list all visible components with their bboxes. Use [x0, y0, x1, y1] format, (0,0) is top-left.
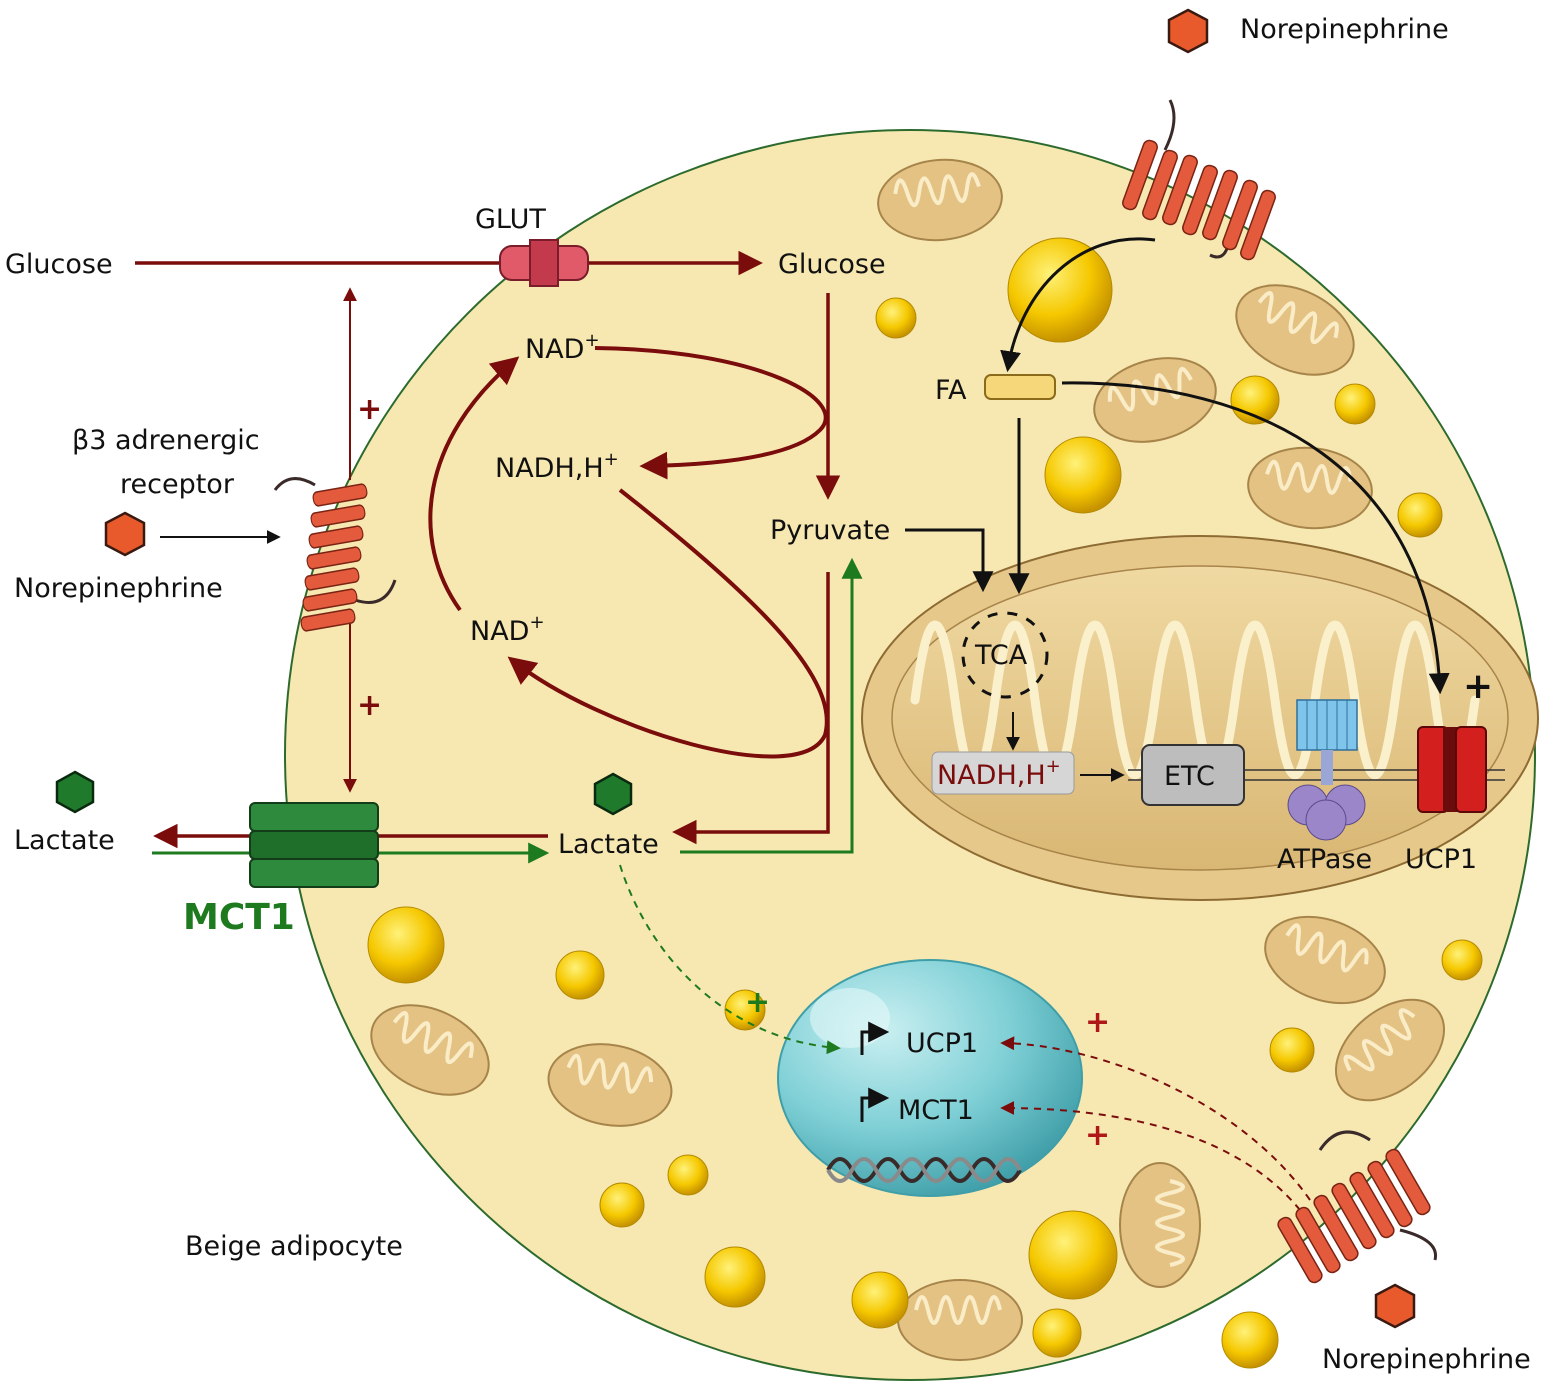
- receptor-to-mct1-gene-arrow: [1000, 1101, 1301, 1211]
- pyruvate-to-lactate-arrow: [672, 572, 830, 845]
- gene-promoter-arrow-icon: [860, 1021, 890, 1055]
- gene-promoter-arrow-icon: [860, 1087, 890, 1122]
- nadh-mito-label: NADH,H+: [937, 756, 1061, 791]
- glut-label: GLUT: [475, 204, 546, 235]
- beta3-receptor-left: [273, 477, 397, 633]
- ucp1-protein-label: UCP1: [1405, 844, 1477, 875]
- beige-adipocyte-label: Beige adipocyte: [185, 1231, 403, 1262]
- norepinephrine-top-label: Norepinephrine: [1240, 14, 1449, 45]
- norepinephrine-hexagon-icon: [104, 511, 146, 557]
- nad-to-nadh-arrow: [594, 346, 828, 480]
- atpase-label: ATPase: [1277, 844, 1372, 875]
- lipolysis-arrow: [1000, 237, 1156, 373]
- mct1-transporter-label: MCT1: [183, 897, 295, 938]
- nadh-left-label: NADH,H+: [495, 449, 619, 484]
- dna-helix-icon: [826, 1157, 1022, 1183]
- mct1-gene-label: MCT1: [898, 1095, 974, 1126]
- etc-complex: [1141, 744, 1245, 806]
- ucp1-gene-label: UCP1: [906, 1028, 978, 1059]
- receptor-to-ucp1-gene-arrow: [1000, 1036, 1311, 1201]
- lipid-droplets: [367, 237, 1483, 1369]
- lactate-extracellular-label: Lactate: [14, 825, 115, 856]
- fa-to-ucp1-arrow: [1061, 381, 1450, 695]
- tca-label: TCA: [974, 640, 1028, 671]
- norepinephrine-hexagon-icon: [1374, 1283, 1416, 1329]
- lactate-intracellular-label: Lactate: [558, 829, 659, 860]
- plus-sign-mct1: +: [357, 688, 382, 723]
- mct1-transporter: [249, 802, 379, 888]
- norepinephrine-bottom-label: Norepinephrine: [1322, 1344, 1531, 1375]
- lactate-to-pyruvate-arrow: [680, 557, 863, 854]
- nad-bottom-label: NAD+: [470, 612, 545, 647]
- beta3-receptor-label-line1: β3 adrenergic: [72, 425, 260, 456]
- plus-sign-ucp1-gene: +: [1085, 1005, 1110, 1040]
- glucose-intracellular-label: Glucose: [778, 249, 886, 280]
- norepinephrine-left-label: Norepinephrine: [14, 573, 223, 604]
- ucp1-protein: [1417, 726, 1487, 813]
- nad-regeneration-arrow: [428, 356, 520, 612]
- plus-sign-ucp1: +: [1463, 666, 1493, 707]
- fa-label: FA: [935, 375, 967, 406]
- plus-sign-lactate-gene: +: [745, 985, 770, 1020]
- plus-sign-glut: +: [357, 392, 382, 427]
- nadh-to-nad-arrow: [507, 488, 829, 759]
- glut-transporter: [499, 239, 589, 287]
- norepinephrine-hexagon-icon: [1167, 8, 1209, 54]
- pyruvate-label: Pyruvate: [770, 515, 890, 546]
- atpase-complex: [1287, 699, 1366, 841]
- lactate-hexagon-icon: [55, 770, 95, 814]
- plus-sign-mct1-gene: +: [1085, 1118, 1110, 1153]
- lactate-hexagon-icon: [593, 772, 633, 816]
- beta3-receptor-bottom: [1275, 1130, 1438, 1286]
- glucose-extracellular-label: Glucose: [5, 249, 113, 280]
- etc-label: ETC: [1164, 761, 1215, 792]
- nad-top-label: NAD+: [525, 330, 600, 365]
- lactate-to-ucp1-gene-arrow: [619, 864, 841, 1055]
- fa-molecule: [984, 374, 1056, 400]
- beta3-receptor-top: [1120, 99, 1278, 262]
- beta3-receptor-label-line2: receptor: [120, 469, 235, 500]
- nadh-mito-box: [931, 751, 1075, 795]
- tca-cycle-icon: [961, 611, 1049, 699]
- pyruvate-to-tca-arrow: [905, 528, 994, 593]
